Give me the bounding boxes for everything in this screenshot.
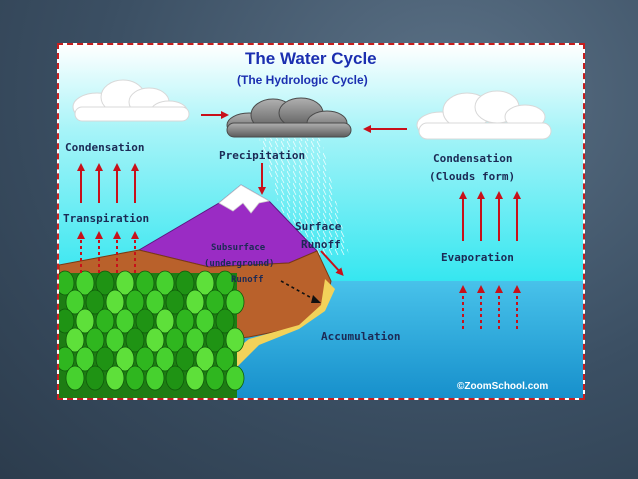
label-subsurface: Subsurface xyxy=(211,243,266,253)
tree xyxy=(75,308,95,334)
tree xyxy=(125,289,145,315)
tree xyxy=(85,365,105,391)
tree xyxy=(175,346,195,372)
tree xyxy=(195,308,215,334)
label-credit: ©ZoomSchool.com xyxy=(457,381,549,392)
label-clouds-form: (Clouds form) xyxy=(429,170,516,183)
tree xyxy=(145,289,165,315)
tree xyxy=(59,346,75,372)
tree xyxy=(225,289,245,315)
cloud-left xyxy=(72,79,190,122)
label-condensation-left: Condensation xyxy=(65,141,145,154)
label-surface: Surface xyxy=(295,220,342,233)
tree xyxy=(105,289,125,315)
tree xyxy=(155,270,175,296)
tree xyxy=(115,346,135,372)
tree xyxy=(65,327,85,353)
tree xyxy=(165,327,185,353)
tree xyxy=(205,327,225,353)
subsurface-runoff-arrowhead xyxy=(311,295,321,303)
water-cycle-illustration xyxy=(59,45,583,398)
tree xyxy=(75,270,95,296)
tree xyxy=(105,327,125,353)
diagram-subtitle: (The Hydrologic Cycle) xyxy=(237,73,368,87)
tree xyxy=(135,308,155,334)
tree xyxy=(125,327,145,353)
tree xyxy=(205,365,225,391)
tree xyxy=(185,365,205,391)
tree xyxy=(195,346,215,372)
tree xyxy=(95,270,115,296)
tree xyxy=(185,327,205,353)
tree xyxy=(195,270,215,296)
tree xyxy=(59,270,75,296)
tree xyxy=(85,327,105,353)
label-subsurface-runoff: Runoff xyxy=(231,275,264,285)
cloud-right xyxy=(416,90,552,140)
tree xyxy=(225,327,245,353)
diagram-title: The Water Cycle xyxy=(245,49,377,68)
snow-cap xyxy=(218,184,271,214)
cloud-center-dark xyxy=(226,97,352,138)
label-underground: (underground) xyxy=(204,259,275,269)
tree xyxy=(65,289,85,315)
tree xyxy=(185,289,205,315)
tree xyxy=(225,365,245,391)
tree xyxy=(59,308,75,334)
tree xyxy=(85,289,105,315)
tree xyxy=(165,289,185,315)
label-precipitation: Precipitation xyxy=(219,149,306,162)
tree xyxy=(145,365,165,391)
tree xyxy=(75,346,95,372)
label-accumulation: Accumulation xyxy=(321,330,401,343)
diagram-frame: The Water Cycle (The Hydrologic Cycle) C… xyxy=(57,43,585,400)
tree xyxy=(115,270,135,296)
tree xyxy=(65,365,85,391)
tree xyxy=(215,270,235,296)
dotted-red-arrows xyxy=(77,231,521,329)
tree xyxy=(215,308,235,334)
label-condensation-right: Condensation xyxy=(433,152,513,165)
tree xyxy=(105,365,125,391)
tree xyxy=(95,346,115,372)
tree xyxy=(205,289,225,315)
tree xyxy=(145,327,165,353)
tree xyxy=(175,270,195,296)
tree xyxy=(165,365,185,391)
label-runoff: Runoff xyxy=(301,238,341,251)
surface-runoff-arrow xyxy=(320,250,344,276)
red-arrows xyxy=(77,111,521,276)
rain-streaks xyxy=(259,138,349,255)
tree xyxy=(115,308,135,334)
tree xyxy=(215,346,235,372)
tree xyxy=(155,346,175,372)
tree xyxy=(125,365,145,391)
tree xyxy=(155,308,175,334)
tree-group xyxy=(59,270,245,391)
tree xyxy=(95,308,115,334)
tree xyxy=(135,346,155,372)
label-transpiration: Transpiration xyxy=(63,212,150,225)
label-evaporation: Evaporation xyxy=(441,251,514,264)
beach-sand xyxy=(209,279,335,398)
tree xyxy=(135,270,155,296)
tree xyxy=(175,308,195,334)
subsurface-runoff-arrow xyxy=(280,280,318,302)
